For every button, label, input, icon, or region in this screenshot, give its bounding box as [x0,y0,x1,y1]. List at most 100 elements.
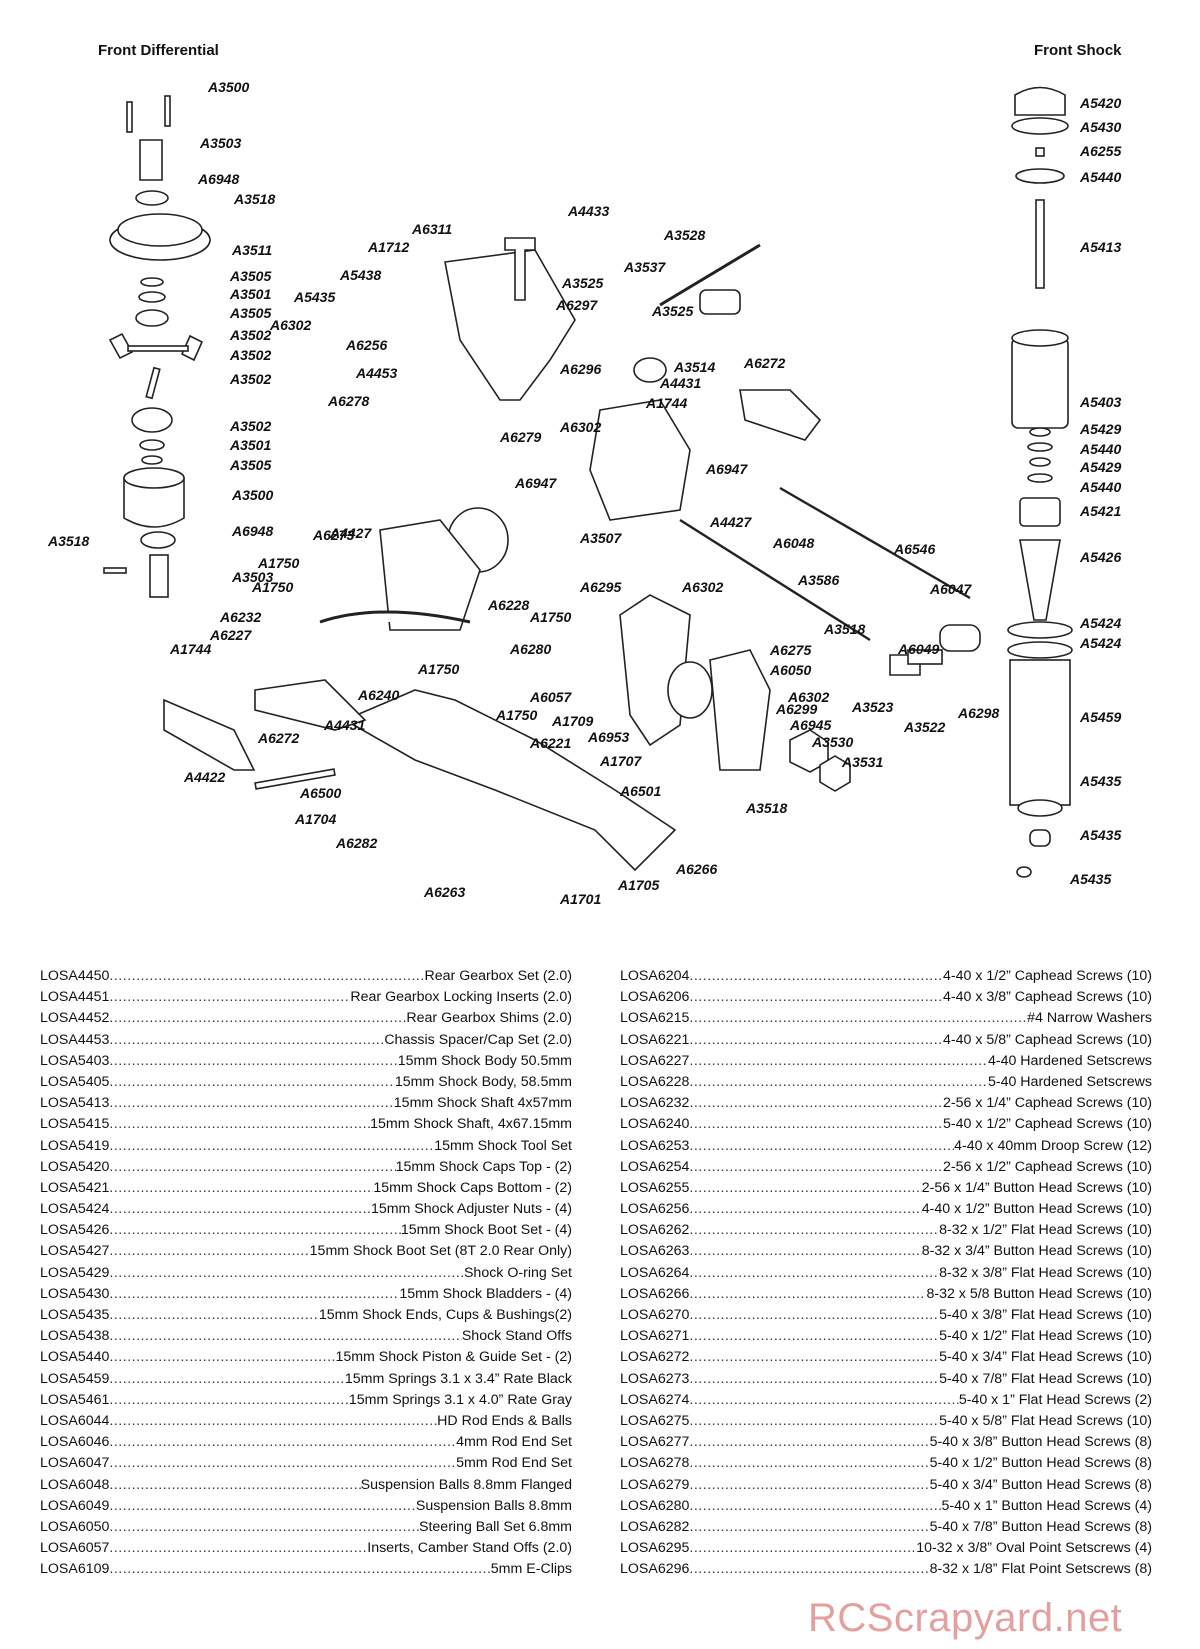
leader-dots [689,1413,939,1429]
parts-list-row: LOSA4453Chassis Spacer/Cap Set (2.0) [40,1032,572,1053]
guide-a5440-b [1027,473,1053,483]
parts-list-row: LOSA542715mm Shock Boot Set (8T 2.0 Rear… [40,1243,572,1264]
callout-label: A6947 [514,475,557,491]
parts-list-row: LOSA62825-40 x 7/8” Button Head Screws (… [620,1519,1152,1540]
gearbox-a4427 [589,399,691,521]
leader-dots [109,1010,406,1026]
callout-label: A6295 [579,579,621,595]
parts-list-row: LOSA62725-40 x 3/4” Flat Head Screws (10… [620,1349,1152,1370]
callout-label: A6227 [209,627,252,643]
part-number: LOSA6264 [620,1264,690,1281]
driveshaft-a3528 [659,243,761,307]
part-description: 5mm Rod End Set [456,1455,572,1472]
diff-case-a3500 [123,477,185,528]
washer-a3501-lower [139,439,165,451]
part-description: 4-40 Hardened Setscrews [987,1052,1152,1069]
callout-label: A5413 [1079,239,1121,255]
callout-label: A5430 [1079,119,1121,135]
parts-list-row: LOSA62745-40 x 1” Flat Head Screws (2) [620,1392,1152,1413]
cross-pin [127,345,189,352]
callout-label: A4433 [567,203,609,219]
part-number: LOSA5430 [40,1285,110,1302]
parts-list-row: LOSA60475mm Rod End Set [40,1455,572,1476]
leader-dots [109,1498,415,1514]
callout-label: A6050 [769,662,811,678]
part-description: 15mm Springs 3.1 x 4.0” Rate Gray [348,1391,572,1408]
part-description: 5-40 x 1” Button Head Screws (4) [941,1497,1152,1514]
callout-label: A1709 [551,713,593,729]
parts-list-row: LOSA62564-40 x 1/2” Button Head Screws (… [620,1201,1152,1222]
outdrive-a3503 [139,139,163,181]
leader-dots [109,1243,309,1259]
leader-dots [689,1265,939,1281]
shaft-a5413 [1035,199,1045,289]
leader-dots [109,1413,437,1429]
part-description: Rear Gearbox Locking Inserts (2.0) [350,989,572,1006]
callout-label: A6298 [957,705,999,721]
leader-dots [689,1116,943,1132]
part-description: 2-56 x 1/4” Caphead Screws (10) [943,1095,1152,1112]
steering-rod-a6546 [679,518,871,642]
cross-pin-b [145,366,161,400]
part-description: Shock O-ring Set [463,1264,572,1281]
o-ring-a3505 [140,277,164,287]
callout-label: A3505 [229,457,271,473]
callout-label: A6263 [423,884,465,900]
part-number: LOSA5415 [40,1116,110,1133]
part-description: Suspension Balls 8.8mm Flanged [360,1476,572,1493]
leader-dots [109,1159,395,1175]
leader-dots [689,1561,929,1577]
shock-tower-a6311 [444,249,576,401]
parts-list-row: LOSA62044-40 x 1/2” Caphead Screws (10) [620,968,1152,989]
part-number: LOSA6049 [40,1497,110,1514]
callout-label: A6278 [327,393,369,409]
parts-list-row: LOSA6049Suspension Balls 8.8mm [40,1498,572,1519]
part-number: LOSA5429 [40,1264,110,1281]
part-number: LOSA6046 [40,1434,110,1451]
part-number: LOSA5424 [40,1201,110,1218]
part-description: 5mm E-Clips [490,1561,572,1578]
part-description: 5-40 x 1/2” Button Head Screws (8) [929,1455,1152,1472]
body-mount-a4433 [504,237,536,301]
parts-list-row: LOSA545915mm Springs 3.1 x 3.4” Rate Bla… [40,1371,572,1392]
callout-label: A6228 [487,597,529,613]
part-number: LOSA6277 [620,1434,690,1451]
parts-list-row: LOSA62785-40 x 1/2” Button Head Screws (… [620,1455,1152,1476]
part-description: 8-32 x 3/4” Button Head Screws (10) [921,1243,1152,1260]
callout-label: A5429 [1079,459,1121,475]
leader-dots [109,1095,393,1111]
part-description: 15mm Shock Piston & Guide Set - (2) [335,1349,572,1366]
part-description: 15mm Shock Bladders - (4) [399,1285,572,1302]
front-shock-drawing [1007,86,1073,878]
callout-label: A3514 [673,359,715,375]
parts-list-row: LOSA62755-40 x 5/8” Flat Head Screws (10… [620,1413,1152,1434]
adjuster-nut-a5424 [1007,621,1073,639]
leader-dots [109,1307,318,1323]
leader-dots [689,1053,988,1069]
leader-dots [689,1286,926,1302]
part-number: LOSA6232 [620,1095,690,1112]
screw-a3500 [126,101,133,133]
callout-label: A5440 [1079,479,1121,495]
part-number: LOSA5403 [40,1052,110,1069]
part-description: 5-40 x 5/8” Flat Head Screws (10) [939,1412,1152,1429]
front-differential-title: Front Differential [98,42,219,59]
callout-label: A3518 [823,621,865,637]
part-description: Inserts, Camber Stand Offs (2.0) [367,1540,572,1557]
exploded-view-diagram: A3500A3503A6948A3518A3511A3505A3501A3505… [47,79,1121,907]
parts-list-row: LOSA6048Suspension Balls 8.8mm Flanged [40,1477,572,1498]
callout-label: A3500 [207,79,249,95]
part-number: LOSA6206 [620,989,690,1006]
callout-label: A6311 [411,221,452,237]
parts-list-row: LOSA62668-32 x 5/8 Button Head Screws (1… [620,1286,1152,1307]
callout-label: A6047 [929,581,972,597]
callout-label: A6297 [555,297,598,313]
part-number: LOSA5420 [40,1158,110,1175]
callout-label: A4431 [659,375,701,391]
part-number: LOSA6262 [620,1222,690,1239]
part-number: LOSA5421 [40,1179,110,1196]
leader-dots [109,1434,456,1450]
callout-label: A6546 [893,541,935,557]
parts-list-row: LOSA6044HD Rod Ends & Balls [40,1413,572,1434]
